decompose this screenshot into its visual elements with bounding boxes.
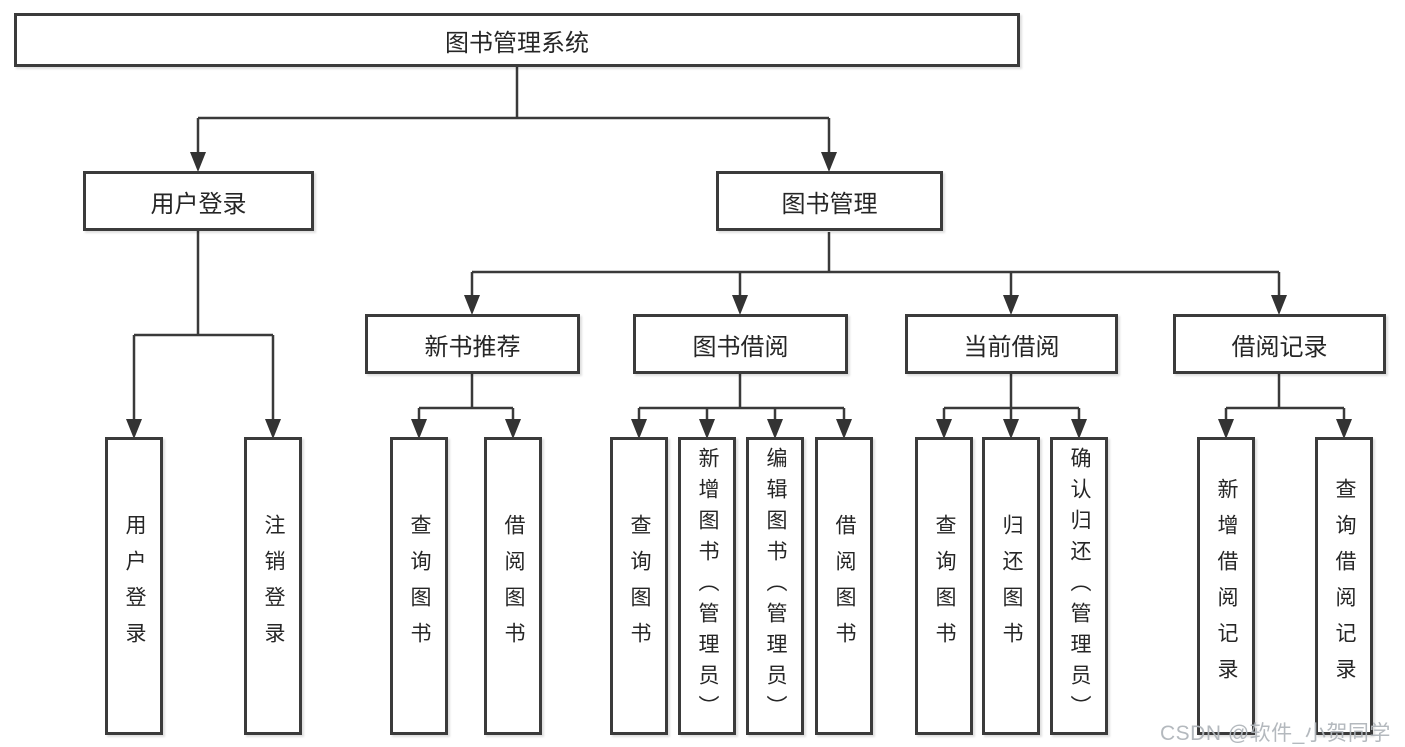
leaf-query-books-current: 查询图书 bbox=[915, 437, 973, 735]
arrow-down-icon bbox=[126, 419, 142, 439]
node-label: 查询图书 bbox=[628, 514, 652, 658]
arrow-down-icon bbox=[1071, 419, 1087, 439]
node-label: 借阅图书 bbox=[502, 514, 526, 658]
node-book-management: 图书管理 bbox=[716, 171, 943, 231]
csdn-watermark: CSDN @软件_小贺同学 bbox=[1160, 722, 1391, 745]
leaf-add-books-admin: 新增图书（管理员） bbox=[678, 437, 736, 735]
node-new-book-recommend: 新书推荐 bbox=[365, 314, 580, 374]
arrow-down-icon bbox=[767, 419, 783, 439]
connector-new-book-recommend bbox=[417, 374, 515, 423]
arrow-down-icon bbox=[936, 419, 952, 439]
node-current-borrowing: 当前借阅 bbox=[905, 314, 1118, 374]
arrow-down-icon bbox=[631, 419, 647, 439]
arrowheads bbox=[126, 152, 1352, 439]
arrow-down-icon bbox=[1218, 419, 1234, 439]
leaf-logout: 注销登录 bbox=[244, 437, 302, 735]
arrow-down-icon bbox=[1003, 419, 1019, 439]
node-label: 新增图书（管理员） bbox=[696, 446, 720, 726]
leaf-borrow-books-borrowing: 借阅图书 bbox=[815, 437, 873, 735]
leaf-user-login: 用户登录 bbox=[105, 437, 163, 735]
arrow-down-icon bbox=[505, 419, 521, 439]
arrow-down-icon bbox=[836, 419, 852, 439]
arrow-down-icon bbox=[190, 152, 206, 172]
node-label: 图书借阅 bbox=[692, 333, 789, 361]
arrow-down-icon bbox=[464, 295, 480, 315]
node-borrowing-records: 借阅记录 bbox=[1173, 314, 1386, 374]
leaf-add-borrow-record: 新增借阅记录 bbox=[1197, 437, 1255, 735]
leaf-query-books-recommend: 查询图书 bbox=[390, 437, 448, 735]
arrow-down-icon bbox=[699, 419, 715, 439]
leaf-borrow-books-recommend: 借阅图书 bbox=[484, 437, 542, 735]
arrow-down-icon bbox=[1003, 295, 1019, 315]
node-book-management-system: 图书管理系统 bbox=[14, 13, 1020, 67]
node-label: 编辑图书（管理员） bbox=[764, 446, 788, 726]
node-label: 确认归还（管理员） bbox=[1068, 446, 1092, 726]
node-label: 注销登录 bbox=[262, 514, 286, 658]
leaf-confirm-return-admin: 确认归还（管理员） bbox=[1050, 437, 1108, 735]
node-label: 用户登录 bbox=[150, 190, 247, 218]
leaf-query-borrow-record: 查询借阅记录 bbox=[1315, 437, 1373, 735]
arrow-down-icon bbox=[265, 419, 281, 439]
node-user-login: 用户登录 bbox=[83, 171, 314, 231]
node-label: 新增借阅记录 bbox=[1215, 478, 1239, 694]
node-label: 查询图书 bbox=[408, 514, 432, 658]
node-label: 新书推荐 bbox=[424, 333, 521, 361]
connector-book-management bbox=[470, 232, 1281, 299]
node-label: 图书管理 bbox=[781, 190, 878, 218]
node-label: 用户登录 bbox=[123, 514, 147, 658]
connector-current-borrowing bbox=[942, 374, 1081, 423]
leaf-return-books: 归还图书 bbox=[982, 437, 1040, 735]
arrow-down-icon bbox=[732, 295, 748, 315]
leaf-query-books-borrowing: 查询图书 bbox=[610, 437, 668, 735]
node-label: 当前借阅 bbox=[963, 333, 1060, 361]
node-label: 归还图书 bbox=[1000, 514, 1024, 658]
arrow-down-icon bbox=[411, 419, 427, 439]
node-label: 借阅记录 bbox=[1231, 333, 1328, 361]
node-label: 图书管理系统 bbox=[445, 29, 589, 57]
leaf-edit-books-admin: 编辑图书（管理员） bbox=[746, 437, 804, 735]
node-book-borrowing: 图书借阅 bbox=[633, 314, 848, 374]
connector-borrowing-records bbox=[1224, 374, 1346, 423]
node-label: 查询借阅记录 bbox=[1333, 478, 1357, 694]
node-label: 借阅图书 bbox=[833, 514, 857, 658]
connector-book-borrowing bbox=[637, 374, 846, 423]
connector-user-login bbox=[132, 231, 275, 423]
arrow-down-icon bbox=[1336, 419, 1352, 439]
arrow-down-icon bbox=[1271, 295, 1287, 315]
arrow-down-icon bbox=[821, 152, 837, 172]
connector-root bbox=[196, 67, 831, 156]
node-label: 查询图书 bbox=[933, 514, 957, 658]
